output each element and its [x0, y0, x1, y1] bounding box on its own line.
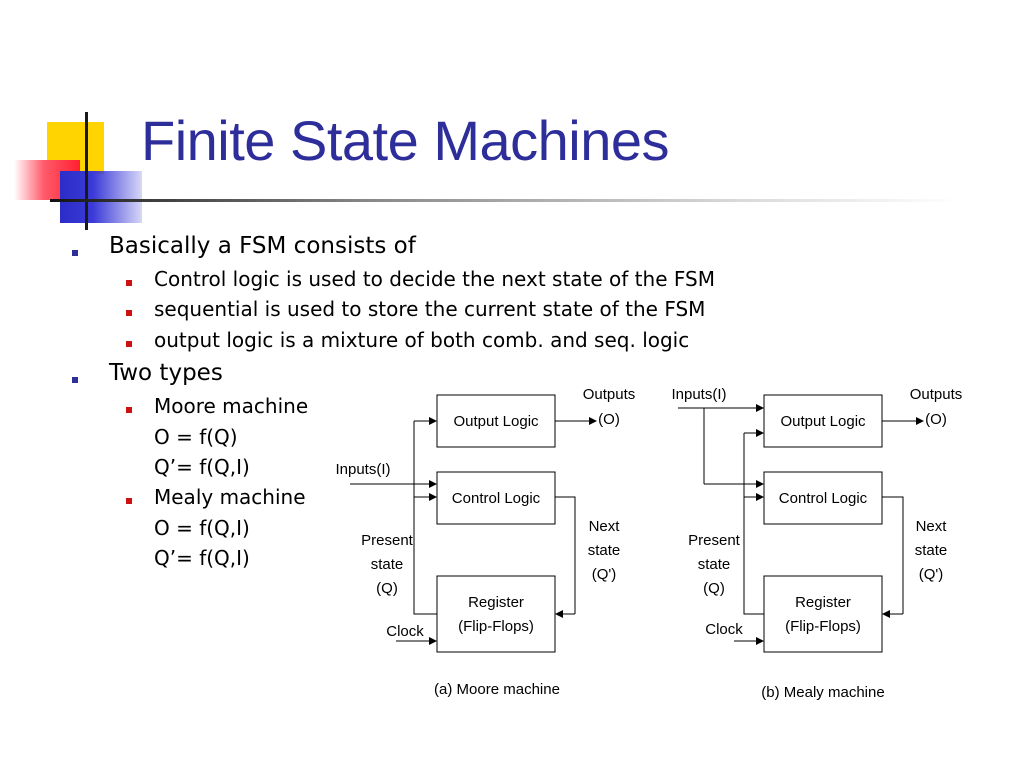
mealy-control-logic-label: Control Logic — [779, 490, 868, 507]
bullet-marker — [126, 498, 132, 504]
bullet-marker — [72, 250, 78, 256]
bullet-marker — [126, 280, 132, 286]
bullet-item: Two types — [109, 360, 223, 386]
mealy-register-box — [763, 575, 883, 653]
mealy-present-state-label: (Q) — [703, 580, 725, 597]
mealy-next-state-label: (Q') — [919, 566, 944, 583]
moore-outputs-label: Outputs — [583, 386, 636, 403]
mealy-outputs-label: Outputs — [910, 386, 963, 403]
mealy-next-state-label: Next — [916, 518, 948, 535]
moore-diagram: Output Logic Control Logic Register (Fli… — [335, 386, 635, 698]
mealy-caption: (b) Mealy machine — [761, 684, 884, 701]
slide-title: Finite State Machines — [141, 109, 669, 172]
moore-output-logic-label: Output Logic — [453, 413, 539, 430]
mealy-present-state-label: Present — [688, 532, 741, 549]
equation-line: Q’= f(Q,I) — [154, 455, 250, 479]
moore-clock-label: Clock — [386, 623, 424, 640]
mealy-output-logic-label: Output Logic — [780, 413, 866, 430]
mealy-outputs-sublabel: (O) — [925, 411, 947, 428]
moore-present-state-label: Present — [361, 532, 414, 549]
mealy-diagram: Output Logic Control Logic Register (Fli… — [671, 386, 962, 701]
mealy-clock-label: Clock — [705, 621, 743, 638]
moore-next-state-label: state — [588, 542, 621, 559]
bullet-marker — [126, 341, 132, 347]
moore-register-label: Register — [468, 594, 524, 611]
mealy-output-logic-box — [763, 394, 883, 448]
ornament-vertical-line — [85, 112, 88, 230]
moore-present-state-label: (Q) — [376, 580, 398, 597]
moore-present-state-label: state — [371, 556, 404, 573]
moore-control-logic-label: Control Logic — [452, 490, 541, 507]
sub-bullet-item: sequential is used to store the current … — [154, 297, 706, 321]
moore-control-logic-box — [436, 471, 556, 525]
sub-bullet-item: Moore machine — [154, 394, 309, 418]
mealy-next-state-wire — [882, 496, 904, 614]
ornament-blue-bar — [60, 171, 142, 223]
bullet-marker — [126, 407, 132, 413]
moore-output-logic-box — [436, 394, 556, 448]
bullet-marker — [72, 377, 78, 383]
equation-line: Q’= f(Q,I) — [154, 546, 250, 570]
bullet-marker — [126, 310, 132, 316]
moore-register-sublabel: (Flip-Flops) — [458, 618, 534, 635]
moore-next-state-label: Next — [589, 518, 621, 535]
moore-outputs-sublabel: (O) — [598, 411, 620, 428]
sub-bullet-item: Mealy machine — [154, 485, 306, 509]
moore-register-box — [436, 575, 556, 653]
moore-present-state-wire — [413, 421, 437, 615]
mealy-inputs-label: Inputs(I) — [671, 386, 726, 403]
sub-bullet-item: Control logic is used to decide the next… — [154, 267, 715, 291]
equation-line: O = f(Q) — [154, 425, 238, 449]
equation-line: O = f(Q,I) — [154, 516, 250, 540]
sub-bullet-item: output logic is a mixture of both comb. … — [154, 328, 690, 352]
moore-next-state-wire — [555, 496, 576, 614]
mealy-present-state-wire — [743, 433, 764, 615]
mealy-register-sublabel: (Flip-Flops) — [785, 618, 861, 635]
mealy-register-label: Register — [795, 594, 851, 611]
moore-inputs-label: Inputs(I) — [335, 461, 390, 478]
mealy-next-state-label: state — [915, 542, 948, 559]
mealy-control-logic-box — [763, 471, 883, 525]
title-underline — [50, 199, 960, 202]
bullet-item: Basically a FSM consists of — [109, 233, 416, 259]
moore-next-state-label: (Q') — [592, 566, 617, 583]
moore-caption: (a) Moore machine — [434, 681, 560, 698]
mealy-present-state-label: state — [698, 556, 731, 573]
